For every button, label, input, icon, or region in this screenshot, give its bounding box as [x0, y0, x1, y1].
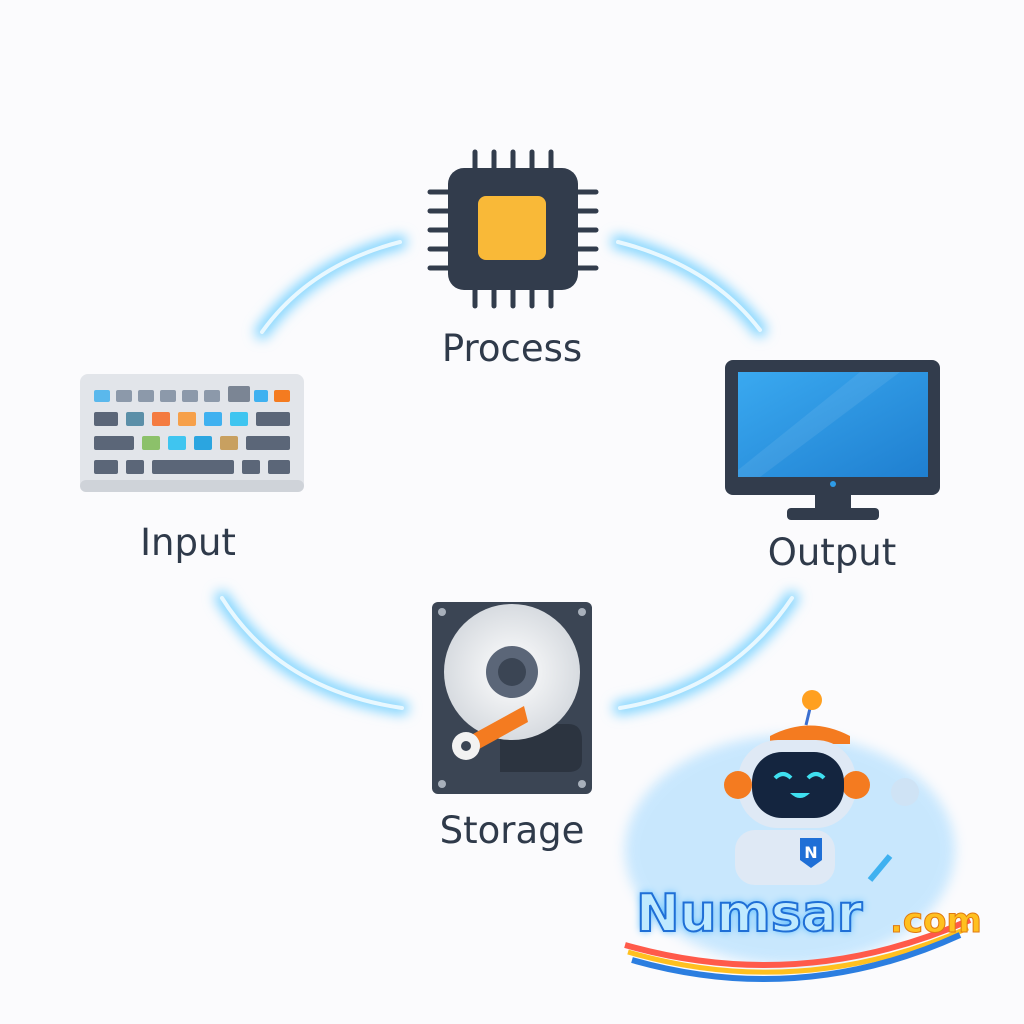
arrow-input-to-process [255, 235, 407, 339]
logo-wordmark: Numsar [635, 884, 863, 944]
numsar-logo: N [624, 690, 972, 982]
chest-badge-letter: N [804, 843, 817, 862]
keyboard-icon [80, 374, 304, 492]
cpu-chip-icon [427, 149, 599, 309]
input-label: Input [140, 521, 236, 564]
arrow-process-to-output [611, 235, 767, 337]
output-label: Output [767, 531, 897, 574]
storage-label: Storage [439, 809, 585, 852]
cycle-arrows [215, 235, 799, 715]
arrow-output-to-storage [613, 591, 799, 715]
monitor-icon [725, 360, 940, 520]
process-label: Process [441, 327, 583, 370]
chest-badge: N [800, 838, 822, 868]
logo-suffix: .com [890, 901, 983, 941]
hard-drive-icon [432, 602, 592, 794]
arrow-storage-to-input [215, 591, 409, 715]
